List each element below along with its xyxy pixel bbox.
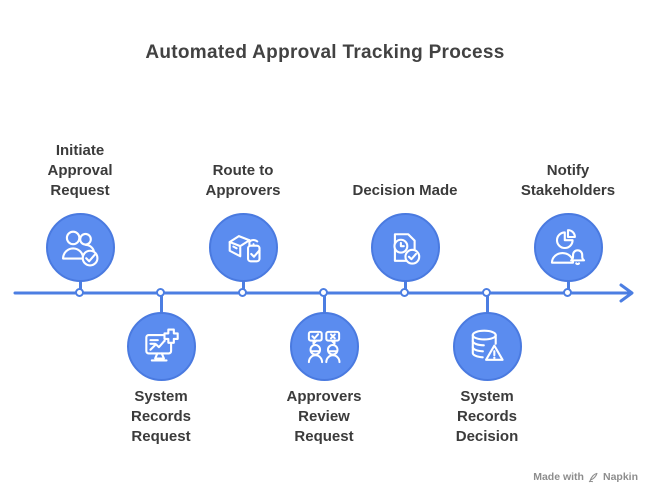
node-circle: [533, 213, 603, 282]
node-label: Decision Made: [352, 182, 458, 199]
person-pie-bell-icon: [550, 228, 586, 265]
connector-stem: [78, 281, 82, 291]
node-label: Notify Stakeholders: [520, 162, 616, 199]
connector-stem: [241, 281, 245, 291]
timeline-dot: [319, 288, 328, 297]
database-warning-icon: [471, 329, 504, 361]
connector-stem: [159, 295, 163, 313]
node-circle: [370, 213, 440, 282]
document-clock-check-icon: [393, 232, 421, 265]
timeline-dot: [75, 288, 84, 297]
timeline-dot: [238, 288, 247, 297]
node-circle: [45, 213, 115, 282]
review-approve-reject-icon: [307, 330, 341, 363]
timeline-dot: [400, 288, 409, 297]
node-circle: [289, 312, 359, 381]
connector-stem: [322, 295, 326, 313]
connector-stem: [566, 281, 570, 291]
node-label: Approvers Review Request: [286, 388, 362, 445]
node-label: System Records Request: [130, 388, 192, 445]
diagram-title: Automated Approval Tracking Process: [145, 42, 505, 63]
watermark: Made with Napkin: [533, 471, 638, 483]
watermark-prefix: Made with: [533, 471, 584, 483]
connector-stem: [485, 295, 489, 313]
node-circle: [126, 312, 196, 381]
people-check-icon: [61, 230, 99, 266]
monitor-chart-plus-icon: [145, 328, 179, 362]
node-circle: [208, 213, 278, 282]
timeline-dot: [482, 288, 491, 297]
package-device-check-icon: [228, 234, 261, 262]
node-circle: [452, 312, 522, 381]
connector-stem: [403, 281, 407, 291]
node-label: Route to Approvers: [205, 162, 281, 199]
timeline-dot: [563, 288, 572, 297]
timeline-dot: [156, 288, 165, 297]
watermark-brand: Napkin: [602, 471, 638, 483]
node-label: Initiate Approval Request: [47, 142, 113, 199]
node-label: System Records Decision: [455, 388, 519, 445]
napkin-pen-icon: [588, 472, 598, 482]
